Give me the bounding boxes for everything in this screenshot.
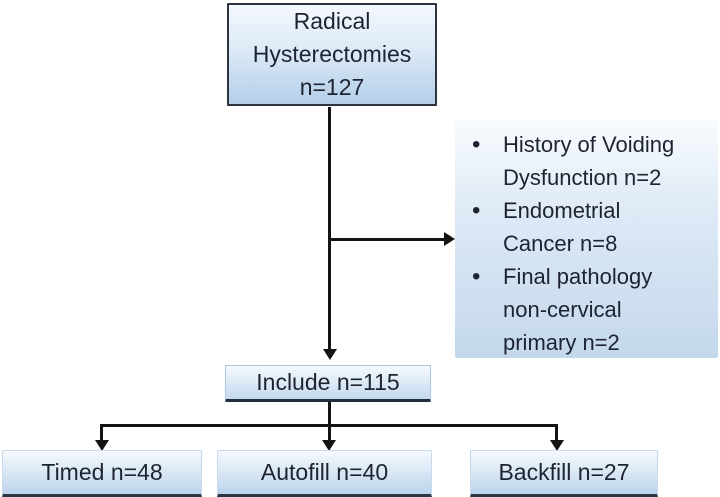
node-text: Timed n=48 — [41, 459, 163, 485]
exclusion-text-line: primary n=2 — [503, 330, 620, 355]
node-exclusions: History of Voiding Dysfunction n=2 Endom… — [455, 120, 718, 358]
exclusion-item: Final pathology non-cervical primary n=2 — [472, 260, 674, 359]
exclusion-text-line: non-cervical — [503, 297, 622, 322]
exclusion-item: History of Voiding Dysfunction n=2 — [472, 128, 674, 194]
connector-to-exclusions — [330, 238, 444, 241]
node-text-line: Hysterectomies — [252, 41, 412, 67]
exclusion-text-line: Dysfunction n=2 — [503, 165, 662, 190]
connector-to-backfill — [555, 424, 558, 441]
exclusion-text-line: History of Voiding — [503, 132, 675, 157]
node-include: Include n=115 — [225, 365, 431, 402]
arrowhead-down-autofill-icon — [322, 440, 336, 451]
connector-to-autofill — [328, 427, 331, 441]
node-autofill: Autofill n=40 — [217, 450, 432, 497]
node-backfill: Backfill n=27 — [470, 450, 658, 497]
arrowhead-down-backfill-icon — [550, 440, 564, 451]
arrowhead-right-exclusions-icon — [444, 232, 455, 246]
connector-root-to-include — [328, 107, 331, 349]
node-text: Autofill n=40 — [260, 459, 389, 485]
exclusion-list: History of Voiding Dysfunction n=2 Endom… — [455, 120, 678, 359]
exclusion-item: Endometrial Cancer n=8 — [472, 194, 674, 260]
node-text: Backfill n=27 — [498, 459, 630, 485]
node-radical-hysterectomies: Radical Hysterectomies n=127 — [227, 3, 437, 106]
node-text: Include n=115 — [256, 369, 400, 395]
connector-include-to-branches — [328, 402, 331, 427]
node-text-line: n=127 — [299, 74, 365, 100]
node-text-line: Radical — [293, 8, 371, 34]
arrowhead-down-include-icon — [323, 349, 337, 360]
branch-bar — [100, 424, 558, 427]
exclusion-text-line: Endometrial — [503, 198, 621, 223]
exclusion-text-line: Cancer n=8 — [503, 231, 618, 256]
connector-to-timed — [100, 424, 103, 441]
arrowhead-down-timed-icon — [95, 440, 109, 451]
exclusion-text-line: Final pathology — [503, 264, 653, 289]
node-timed: Timed n=48 — [2, 450, 202, 497]
